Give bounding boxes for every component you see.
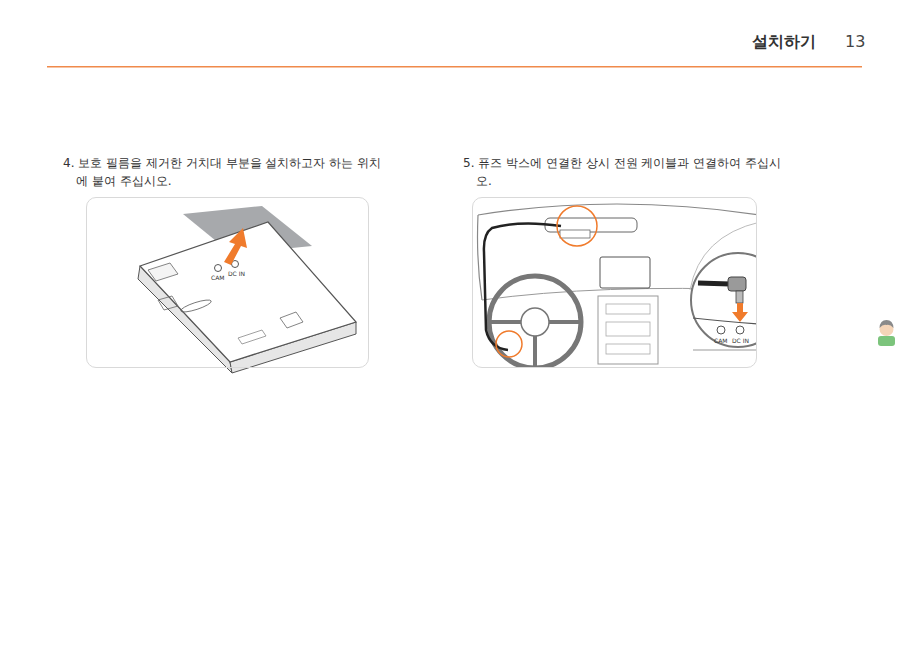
port-label: CAM <box>211 274 224 281</box>
avatar-icon-part <box>880 320 894 328</box>
car-interior-illustration-part <box>736 291 743 303</box>
dashcam-illustration <box>138 206 356 373</box>
port-label: CAM <box>714 337 727 344</box>
car-interior-illustration-part <box>521 308 549 336</box>
port-label: DC IN <box>228 270 245 277</box>
dashcam-illustration-part <box>148 263 178 281</box>
dashcam-illustration-part <box>238 330 266 344</box>
car-interior-illustration-part <box>560 230 590 238</box>
car-interior-illustration-part <box>478 215 483 300</box>
dashcam-illustration-part <box>158 296 178 310</box>
car-interior-illustration-part <box>693 318 757 326</box>
car-interior-illustration-part <box>728 277 746 291</box>
car-interior-illustration-part <box>496 331 522 357</box>
car-interior-illustration-part <box>491 322 579 366</box>
car-interior-illustration-part <box>557 206 597 246</box>
car-interior-illustration-part <box>478 204 757 215</box>
car-interior-illustration-part <box>732 303 748 322</box>
avatar-icon <box>878 320 895 346</box>
car-interior-illustration-part <box>600 257 650 288</box>
car-interior-illustration-part <box>484 223 561 350</box>
step-instruction: 4. 보호 필름을 제거한 거치대 부분을 설치하고자 하는 위치에 붙여 주십… <box>63 155 383 190</box>
car-interior-illustration-part <box>693 350 757 351</box>
car-interior-illustration-part <box>606 304 650 314</box>
car-interior-illustration-part <box>717 326 725 334</box>
car-interior-illustration-part <box>489 276 581 368</box>
car-interior-illustration-part <box>606 344 650 354</box>
car-interior-illustration <box>478 204 758 368</box>
avatar-icon-part <box>878 336 895 346</box>
port-label: DC IN <box>732 337 749 344</box>
dashcam-illustration-part <box>140 222 356 362</box>
dashcam-illustration-part <box>180 298 213 315</box>
car-interior-illustration-part <box>736 326 744 334</box>
dashcam-illustration-part <box>215 265 222 272</box>
section-title: 설치하기 <box>752 32 816 51</box>
car-interior-illustration-part <box>691 253 757 347</box>
car-interior-illustration-part <box>598 296 658 364</box>
figure-panel: 4. 보호 필름을 제거한 거치대 부분을 설치하고자 하는 위치에 붙여 주십… <box>86 197 369 368</box>
dashcam-illustration-part <box>224 228 247 265</box>
page-number: 13 <box>845 32 865 51</box>
dashcam-illustration-part <box>280 312 303 328</box>
car-interior-illustration-part <box>606 322 650 336</box>
step-instruction: 5. 퓨즈 박스에 연결한 상시 전원 케이블과 연결하여 주십시오. <box>463 155 793 190</box>
header-rule <box>47 66 862 68</box>
car-interior-illustration-part <box>698 283 730 284</box>
